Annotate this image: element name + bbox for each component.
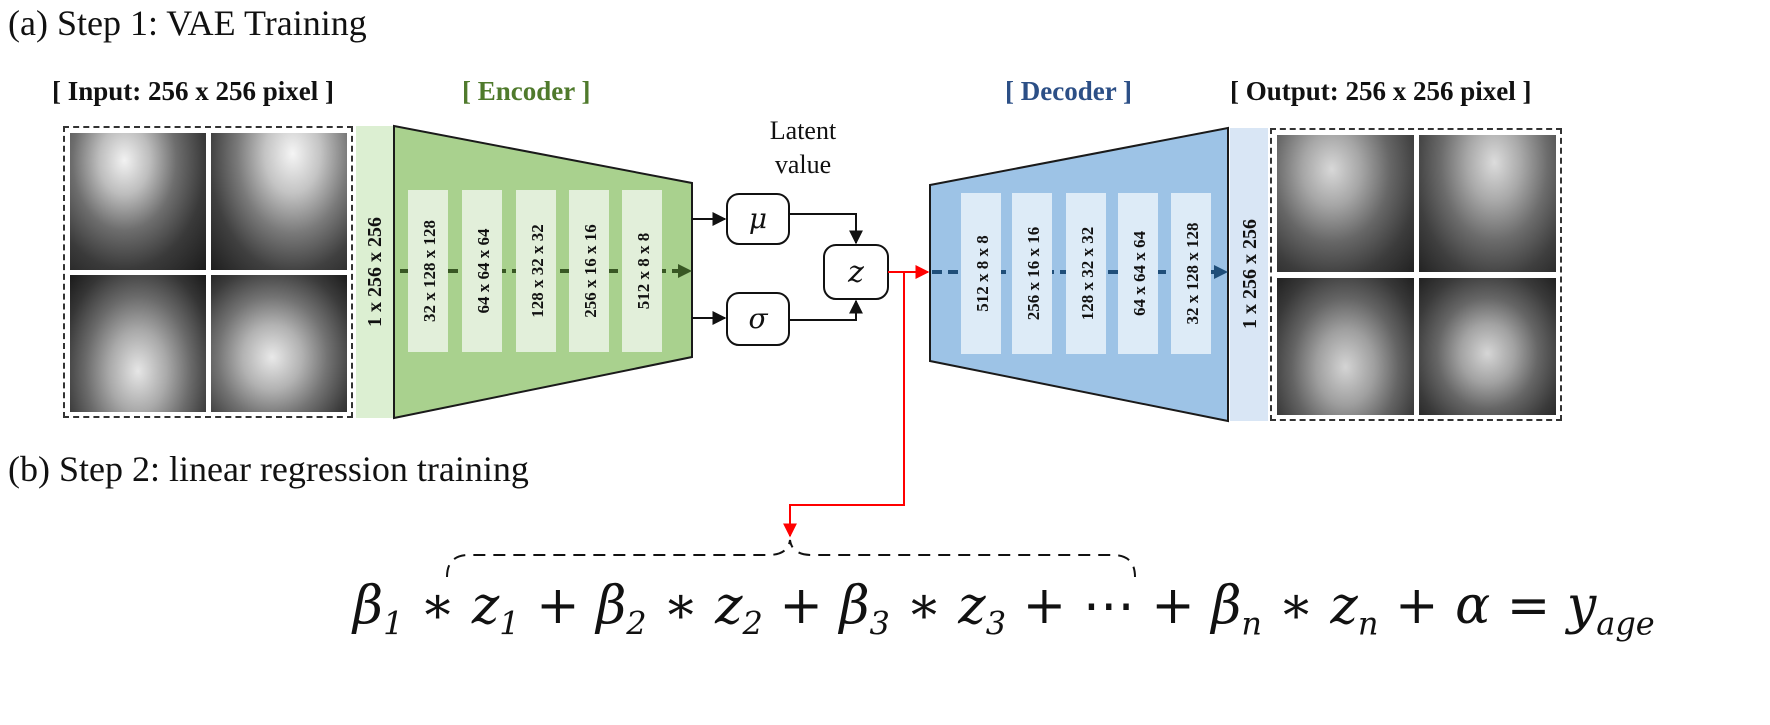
z-symbol: z [847, 255, 864, 290]
encoder-flow-arrowhead [678, 264, 692, 278]
mu-symbol: μ [749, 202, 767, 235]
intercept-symbol: α [1455, 576, 1491, 636]
decoder-flow-arrowhead [1214, 265, 1228, 279]
plus-sign: + [762, 576, 840, 636]
output-header: [ Output: 256 x 256 pixel ] [1230, 76, 1532, 106]
result-subscript: age [1596, 604, 1655, 643]
decoder-layer-4-label: 64 x 64 x 64 [1130, 231, 1149, 317]
multiply-sign: ∗ [1262, 576, 1331, 636]
latent-variable: z [471, 576, 500, 636]
input-image-grid [63, 126, 353, 418]
decoder-layer-2 [1012, 193, 1052, 354]
latent-variable: z [1330, 576, 1358, 636]
input-xray-1 [70, 133, 206, 270]
input-header: [ Input: 256 x 256 pixel ] [52, 76, 335, 106]
plus-sign: + [1006, 576, 1083, 636]
output-xray-4 [1419, 278, 1556, 415]
decoder-layer-4 [1118, 193, 1158, 354]
regression-formula: β1 ∗ z1 + β2 ∗ z2 + β3 ∗ z3 + ⋯ + βn ∗ z… [353, 576, 1655, 642]
latent-variable-subscript: 2 [742, 604, 763, 643]
coefficient-subscript: n [1241, 604, 1263, 643]
plus-sign: + [519, 576, 597, 636]
coefficient-symbol: β [1211, 576, 1242, 636]
latent-brace [446, 539, 1136, 578]
coefficient-symbol: β [596, 576, 627, 636]
multiply-sign: ∗ [403, 576, 472, 636]
encoder-layer-4 [569, 190, 609, 352]
decoder-layer-1-label: 512 x 8 x 8 [973, 235, 992, 312]
latent-variable-subscript: 1 [499, 604, 520, 643]
decoder-layer-1 [961, 193, 1001, 354]
multiply-sign: ∗ [646, 576, 716, 636]
latent-variable-subscript: 3 [985, 604, 1007, 643]
coefficient-subscript: 2 [626, 604, 647, 643]
coefficient-symbol: β [353, 576, 384, 636]
decoder-layer-2-label: 256 x 16 x 16 [1024, 227, 1043, 321]
decoder-layer-3 [1066, 193, 1106, 354]
encoder-header: [ Encoder ] [462, 76, 591, 106]
coefficient-subscript: 1 [383, 604, 404, 643]
encoder-layer-3 [516, 190, 556, 352]
coefficient-symbol: β [839, 576, 870, 636]
latent-label-line2: value [774, 150, 832, 179]
output-dim-label: 1 x 256 x 256 [1239, 219, 1261, 329]
encoder-layer-5-label: 512 x 8 x 8 [634, 233, 653, 310]
multiply-sign: ∗ [889, 576, 959, 636]
decoder-layer-5 [1171, 193, 1211, 354]
step-b-title: (b) Step 2: linear regression training [8, 449, 529, 489]
latent-variable-subscript: n [1357, 604, 1379, 643]
input-dim-label: 1 x 256 x 256 [364, 217, 386, 327]
latent-variable: z [715, 576, 743, 636]
output-dim-bar [1230, 128, 1268, 421]
plus-sign: + [1134, 576, 1212, 636]
plus-sign: + [1378, 576, 1456, 636]
result-symbol: y [1566, 576, 1597, 636]
mu-box [726, 193, 790, 245]
output-xray-3 [1277, 278, 1414, 415]
arrow-z-to-regression [783, 272, 905, 538]
step-a-title: (a) Step 1: VAE Training [8, 3, 367, 43]
encoder-layer-2-label: 64 x 64 x 64 [474, 228, 493, 314]
equals-sign: = [1490, 576, 1567, 636]
latent-variable: z [958, 576, 986, 636]
input-xray-3 [70, 275, 206, 412]
coefficient-subscript: 3 [869, 604, 890, 643]
decoder-layer-5-label: 32 x 128 x 128 [1183, 223, 1202, 325]
ellipsis: ⋯ [1082, 576, 1135, 636]
arrow-mu-to-z [789, 213, 863, 245]
encoder-layer-2 [462, 190, 502, 352]
latent-label-line1: Latent [769, 116, 837, 145]
encoder-layer-1 [408, 190, 448, 352]
input-xray-4 [211, 275, 347, 412]
input-xray-2 [211, 133, 347, 270]
sigma-symbol: σ [748, 302, 768, 335]
encoder-layer-4-label: 256 x 16 x 16 [581, 224, 600, 318]
encoder-layer-1-label: 32 x 128 x 128 [420, 220, 439, 322]
encoder-layer-3-label: 128 x 32 x 32 [528, 224, 547, 318]
arrow-sigma-to-z [789, 299, 863, 321]
encoder-layer-5 [622, 190, 662, 352]
output-xray-2 [1419, 135, 1556, 272]
decoder-header: [ Decoder ] [1005, 76, 1132, 106]
decoder-layer-3-label: 128 x 32 x 32 [1078, 227, 1097, 321]
input-dim-bar [356, 126, 394, 418]
output-xray-1 [1277, 135, 1414, 272]
output-image-grid [1270, 128, 1562, 421]
latent-value-label: Latent value [748, 114, 858, 182]
